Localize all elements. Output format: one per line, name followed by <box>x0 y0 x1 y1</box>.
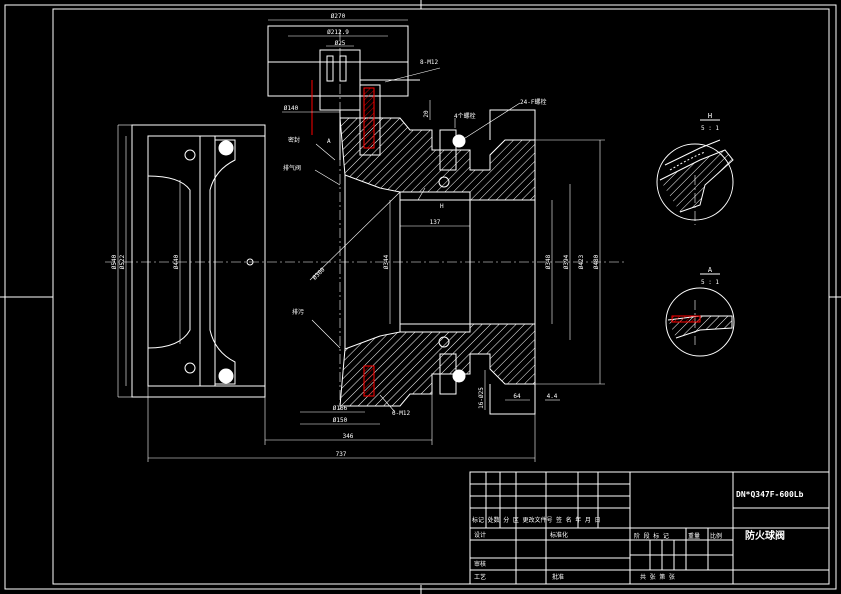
detail-views <box>656 119 735 357</box>
detail-h-scale: 5 : 1 <box>701 125 719 132</box>
label-drain: 排污 <box>292 308 304 316</box>
label-sheets: 共 张 第 张 <box>640 573 675 581</box>
valve-body <box>339 87 536 415</box>
dim-d344: Ø344 <box>383 254 390 269</box>
dim-d440: Ø440 <box>173 254 180 269</box>
drawing-number: DN*Q347F-600Lb <box>736 490 804 499</box>
dim-d540: Ø540 <box>111 254 118 269</box>
dim-20: 20 <box>423 110 430 118</box>
row-marks: 标记 处数 分 区 更改文件号 签 名 年 月 日 <box>472 516 601 524</box>
detail-h-letter: H <box>708 112 712 120</box>
dim-16: 16-Ø25 <box>478 387 485 409</box>
dim-64: 64 <box>513 393 521 400</box>
dim-d212: Ø212.9 <box>327 29 349 36</box>
label-weight: 重量 <box>688 532 700 540</box>
dim-d522: Ø522 <box>119 254 126 269</box>
label-bolt4: 4个螺栓 <box>454 112 476 120</box>
dimension-text: Ø270 Ø212.9 Ø25 Ø140 8-M12 6-M12 Ø540 Ø5… <box>111 13 600 458</box>
dim-d150: Ø150 <box>333 417 348 424</box>
part-labels: A H 24-F螺栓 4个螺栓 密封 排气阀 排污 <box>283 98 546 316</box>
dim-d25: Ø25 <box>335 40 346 47</box>
dim-d480: Ø480 <box>593 254 600 269</box>
dimension-lines <box>117 19 605 462</box>
dim-d140: Ø140 <box>284 105 299 112</box>
detail-labels: H 5 : 1 A 5 : 1 <box>701 112 719 286</box>
label-vent: 排气阀 <box>283 164 301 172</box>
dim-6m12: 6-M12 <box>392 410 410 417</box>
dim-d166: Ø166 <box>333 405 348 412</box>
label-review: 审核 <box>474 560 486 568</box>
dim-346: 346 <box>343 433 354 440</box>
left-flange <box>131 124 266 398</box>
detail-a-scale: 5 : 1 <box>701 279 719 286</box>
dim-137: 137 <box>430 219 441 226</box>
dim-737: 737 <box>336 451 347 458</box>
dim-44: 4.4 <box>547 393 558 400</box>
dim-8m12: 8-M12 <box>420 59 438 66</box>
label-scale: 比例 <box>710 532 722 540</box>
label-approve: 批准 <box>552 573 564 581</box>
dim-d394: Ø394 <box>563 254 570 269</box>
title-block <box>469 471 830 585</box>
title-block-text: DN*Q347F-600Lb 防火球阀 标记 处数 分 区 更改文件号 签 名 … <box>472 490 804 581</box>
detail-a-letter: A <box>708 266 713 274</box>
dim-d423: Ø423 <box>578 254 585 269</box>
drawing-title: 防火球阀 <box>745 529 785 542</box>
label-a-top: A <box>327 138 331 145</box>
dim-d348: Ø348 <box>545 254 552 269</box>
dim-d270: Ø270 <box>331 13 346 20</box>
label-h: H <box>440 203 444 210</box>
label-design: 设计 <box>474 531 486 539</box>
label-stage: 阶 段 标 记 <box>634 532 669 540</box>
label-standard: 标准化 <box>550 531 568 539</box>
label-bolt24: 24-F螺栓 <box>520 98 546 106</box>
label-seal: 密封 <box>288 136 300 144</box>
label-craft: 工艺 <box>474 573 486 581</box>
dim-d300: Ø300 <box>311 266 326 281</box>
